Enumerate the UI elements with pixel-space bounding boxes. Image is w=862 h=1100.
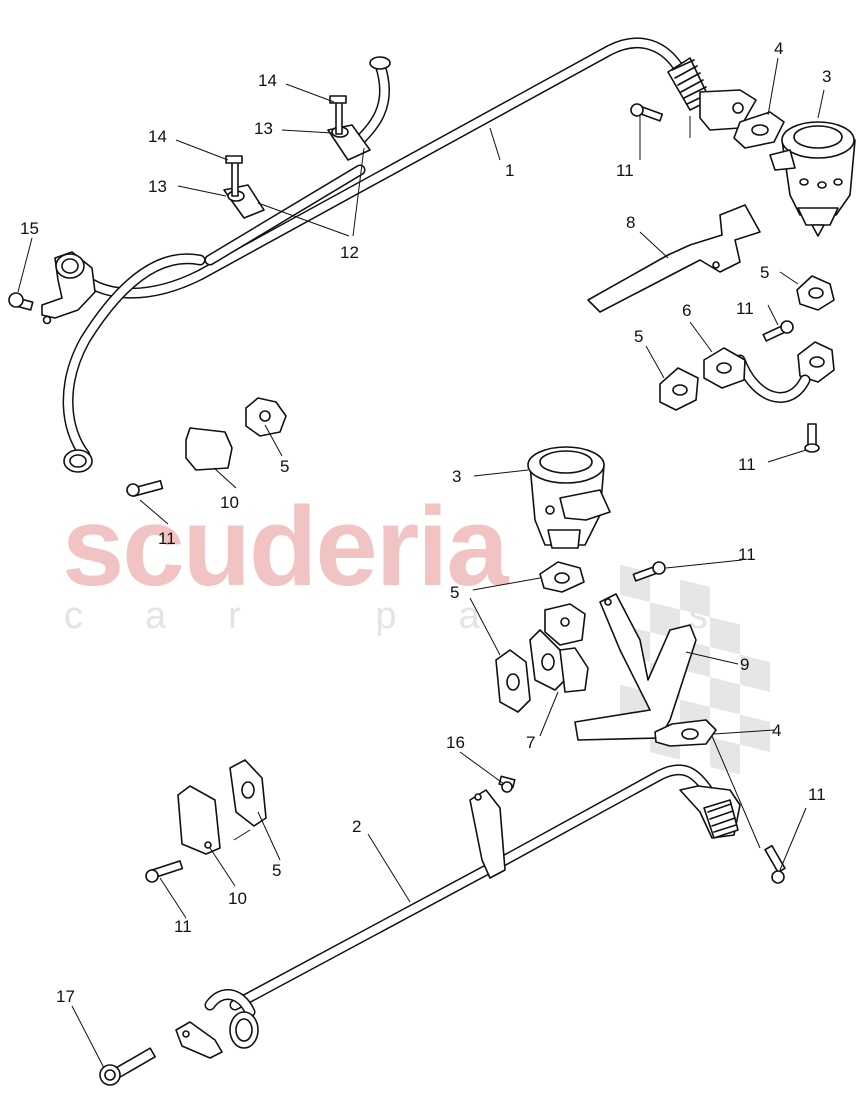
bolt-16 xyxy=(498,775,516,793)
callout-11-top: 11 xyxy=(616,161,634,180)
bolt-11-right xyxy=(762,320,794,342)
bolt-17 xyxy=(99,1047,156,1086)
callout-5-left: 5 xyxy=(280,457,289,476)
watermark-tagline: car parts xyxy=(64,595,770,637)
bolt-11-vertical xyxy=(804,423,820,453)
callout-13-lower: 13 xyxy=(148,177,167,196)
callout-12: 12 xyxy=(340,243,359,262)
callout-14-lower: 14 xyxy=(148,127,167,146)
watermark-brand: scuderia xyxy=(62,484,509,609)
callout-15: 15 xyxy=(20,219,39,238)
part-5-gaskets-right xyxy=(659,275,835,411)
callout-10-lower: 10 xyxy=(228,889,247,908)
part-12-13-14-clamps xyxy=(223,95,371,219)
callout-5-right-lower: 5 xyxy=(634,327,643,346)
callout-4-middle: 4 xyxy=(772,721,781,740)
callout-11-right: 11 xyxy=(736,299,754,318)
callout-5-lower: 5 xyxy=(272,861,281,880)
part-3-valve-top xyxy=(769,121,856,237)
callout-5-right: 5 xyxy=(760,263,769,282)
leader-lines xyxy=(17,57,825,1069)
part-10-cover-lower xyxy=(145,759,267,883)
callout-11-middle: 11 xyxy=(738,545,756,564)
callout-14-upper: 14 xyxy=(258,71,277,90)
part-8-bracket xyxy=(587,204,761,313)
callout-2: 2 xyxy=(352,817,361,836)
callout-11-lower-left: 11 xyxy=(174,917,192,936)
part-3-valve-middle xyxy=(527,446,611,549)
callout-3-top: 3 xyxy=(822,67,831,86)
part-5-gasket-middle xyxy=(495,561,585,713)
callout-5-middle: 5 xyxy=(450,583,459,602)
callout-numbers: 1 2 3 3 4 4 5 5 5 5 5 6 7 8 9 10 10 11 1… xyxy=(20,39,831,1006)
part-1-upper-pipe xyxy=(41,37,757,473)
part-4-gasket-middle xyxy=(654,719,717,747)
part-4-gasket-top xyxy=(733,111,785,149)
callout-11-lower-right: 11 xyxy=(808,785,826,804)
bolt-11-middle xyxy=(632,561,666,582)
callout-3-middle: 3 xyxy=(452,467,461,486)
part-6-pipe xyxy=(703,347,811,403)
callout-4-top: 4 xyxy=(774,39,783,58)
callout-6: 6 xyxy=(682,301,691,320)
bolt-11-top xyxy=(630,103,664,122)
bolt-11-lower-right xyxy=(764,844,786,884)
callout-7: 7 xyxy=(526,733,535,752)
callout-17: 17 xyxy=(56,987,75,1006)
callout-9: 9 xyxy=(740,655,749,674)
callout-10-left: 10 xyxy=(220,493,239,512)
pipe-2-bellows xyxy=(703,799,739,839)
callout-1: 1 xyxy=(505,161,514,180)
part-10-cover-left xyxy=(126,397,287,498)
part-9-bracket xyxy=(574,593,697,741)
part-7-adapter xyxy=(529,603,589,693)
bolt-15 xyxy=(8,292,34,311)
callout-8: 8 xyxy=(626,213,635,232)
callout-11-left: 11 xyxy=(158,529,176,548)
callout-16: 16 xyxy=(446,733,465,752)
callout-13-upper: 13 xyxy=(254,119,273,138)
callout-11-vertical: 11 xyxy=(738,455,756,474)
part-2-lower-pipe xyxy=(175,764,741,1059)
